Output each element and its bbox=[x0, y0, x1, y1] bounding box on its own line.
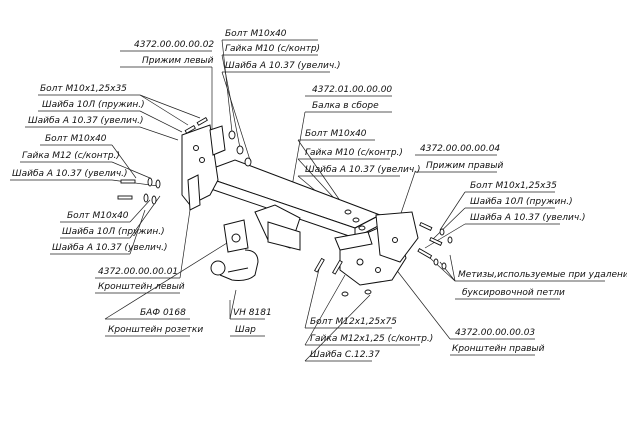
label-socket-code: БАФ 0168 bbox=[140, 308, 186, 318]
label-bracket-left-code: 4372.00.00.00.01 bbox=[98, 267, 179, 277]
label-beam-code: 4372.01.00.00.00 bbox=[312, 85, 393, 95]
socket-bracket bbox=[223, 219, 249, 253]
label-bracket-right-code: 4372.00.00.00.03 bbox=[455, 328, 536, 338]
label-bracket-left-name: Кронштейн левый bbox=[98, 282, 185, 292]
beam-assembly bbox=[207, 159, 382, 251]
label-nut-bottom: Гайка М12х1,25 (с/контр.) bbox=[310, 334, 434, 344]
label-ball-name: Шар bbox=[235, 325, 256, 335]
label-bolt-left-c: Болт М10х40 bbox=[67, 211, 129, 221]
label-bolt-left-b: Болт М10х40 bbox=[45, 134, 107, 144]
label-clamp-left-name: Прижим левый bbox=[142, 56, 214, 66]
label-bolt-top: Болт М10х40 bbox=[225, 29, 287, 39]
label-nut-top: Гайка М10 (с/контр) bbox=[225, 44, 321, 54]
label-washer-top: Шайба А 10.37 (увелич.) bbox=[225, 61, 341, 71]
label-beam-name: Балка в сборе bbox=[312, 101, 379, 111]
label-bolt-left-a: Болт М10х1,25х35 bbox=[40, 84, 127, 94]
label-washer-spring-right: Шайба 10Л (пружин.) bbox=[470, 197, 573, 207]
label-nut-mid: Гайка М10 (с/контр.) bbox=[305, 148, 403, 158]
label-clamp-right-code: 4372.00.00.00.04 bbox=[420, 144, 501, 154]
label-washer-spring-left-c: Шайба 10Л (пружин.) bbox=[62, 227, 165, 237]
label-washer-mid: Шайба А 10.37 (увелич.) bbox=[305, 165, 421, 175]
label-ball-code: VH 8181 bbox=[233, 308, 272, 318]
fasteners bbox=[117, 117, 453, 297]
label-washer-right: Шайба А 10.37 (увелич.) bbox=[470, 213, 586, 223]
tow-ball bbox=[210, 249, 259, 281]
label-hardware-note-1: Метизы,используемые при удалении bbox=[458, 270, 627, 280]
label-bolt-mid: Болт М10х40 bbox=[305, 129, 367, 139]
label-washer-left-b: Шайба А 10.37 (увелич.) bbox=[12, 169, 128, 179]
label-washer-spring-left-a: Шайба 10Л (пружин.) bbox=[42, 100, 145, 110]
bracket-right bbox=[334, 211, 419, 286]
label-clamp-right-name: Прижим правый bbox=[426, 161, 504, 171]
label-bolt-right: Болт М10х1,25х35 bbox=[470, 181, 557, 191]
label-bolt-bottom: Болт М12х1,25х75 bbox=[310, 317, 397, 327]
bracket-left bbox=[181, 124, 226, 211]
label-washer-bottom: Шайба С.12.37 bbox=[310, 350, 380, 360]
label-bracket-right-name: Кронштейн правый bbox=[452, 344, 545, 354]
label-washer-left-a: Шайба А 10.37 (увелич.) bbox=[28, 116, 144, 126]
label-socket-name: Кронштейн розетки bbox=[108, 325, 204, 335]
label-nut-left-b: Гайка М12 (с/контр.) bbox=[22, 151, 120, 161]
label-hardware-note-2: буксировочной петли bbox=[462, 288, 565, 298]
label-clamp-left-code: 4372.00.00.00.02 bbox=[134, 40, 215, 50]
label-washer-left-c: Шайба А 10.37 (увелич.) bbox=[52, 243, 168, 253]
